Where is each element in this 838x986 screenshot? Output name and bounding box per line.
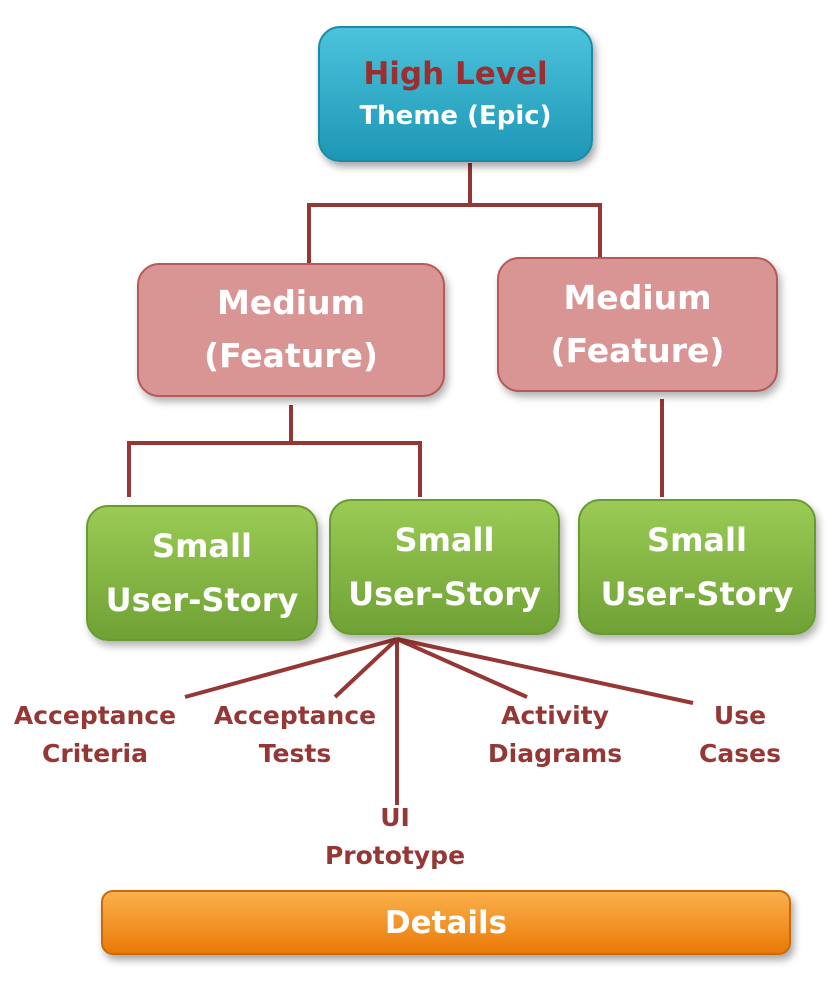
story-node: Small User-Story (578, 499, 816, 635)
feature-type-label: (Feature) (204, 336, 378, 375)
story-level-label: Small (394, 520, 495, 559)
story-type-label: User-Story (600, 575, 794, 613)
epic-to-features-connector (307, 163, 472, 263)
artifact-line: Cases (699, 738, 781, 768)
artifact-line: Prototype (324, 840, 466, 870)
story-node: Small User-Story (86, 505, 318, 641)
artifact-line: Tests (258, 738, 332, 768)
epic-type-label: Theme (Epic) (359, 101, 552, 132)
artifact-label-use-cases: Use Cases (680, 697, 800, 772)
feature-node: Medium (Feature) (137, 263, 445, 397)
line-to-acceptance-criteria (184, 637, 398, 699)
epic-node: High Level Theme (Epic) (318, 26, 593, 162)
line-to-activity-diagrams (396, 637, 528, 699)
artifact-label-acceptance-tests: Acceptance Tests (205, 697, 385, 772)
story-type-label: User-Story (105, 581, 299, 619)
artifact-line: Activity (501, 701, 609, 730)
line-to-acceptance-tests (333, 637, 399, 699)
line-to-use-cases (396, 637, 694, 705)
story-level-label: Small (152, 526, 252, 565)
feature-to-stories-connector (127, 405, 293, 497)
feature-type-label: (Feature) (550, 330, 725, 370)
feature-to-stories-connector (291, 441, 422, 497)
epic-level-label: High Level (363, 56, 548, 93)
feature-node: Medium (Feature) (497, 257, 778, 392)
artifact-line: Use (713, 701, 767, 730)
artifact-line: UI (380, 803, 410, 832)
details-label: Details (384, 904, 508, 941)
feature-level-label: Medium (216, 283, 366, 323)
artifact-label-acceptance-criteria: Acceptance Criteria (5, 697, 185, 772)
epic-to-features-connector (470, 203, 602, 257)
artifact-label-activity-diagrams: Activity Diagrams (470, 697, 640, 772)
story-level-label: Small (647, 520, 747, 559)
artifact-label-ui-prototype: UI Prototype (310, 799, 480, 874)
story-type-label: User-Story (348, 575, 541, 613)
details-bar: Details (101, 890, 791, 955)
artifact-line: Acceptance (213, 701, 377, 730)
artifact-line: Acceptance (13, 701, 177, 730)
story-node: Small User-Story (329, 499, 560, 635)
artifact-line: Criteria (42, 738, 148, 768)
feature-level-label: Medium (563, 277, 712, 317)
artifact-line: Diagrams (487, 738, 623, 768)
